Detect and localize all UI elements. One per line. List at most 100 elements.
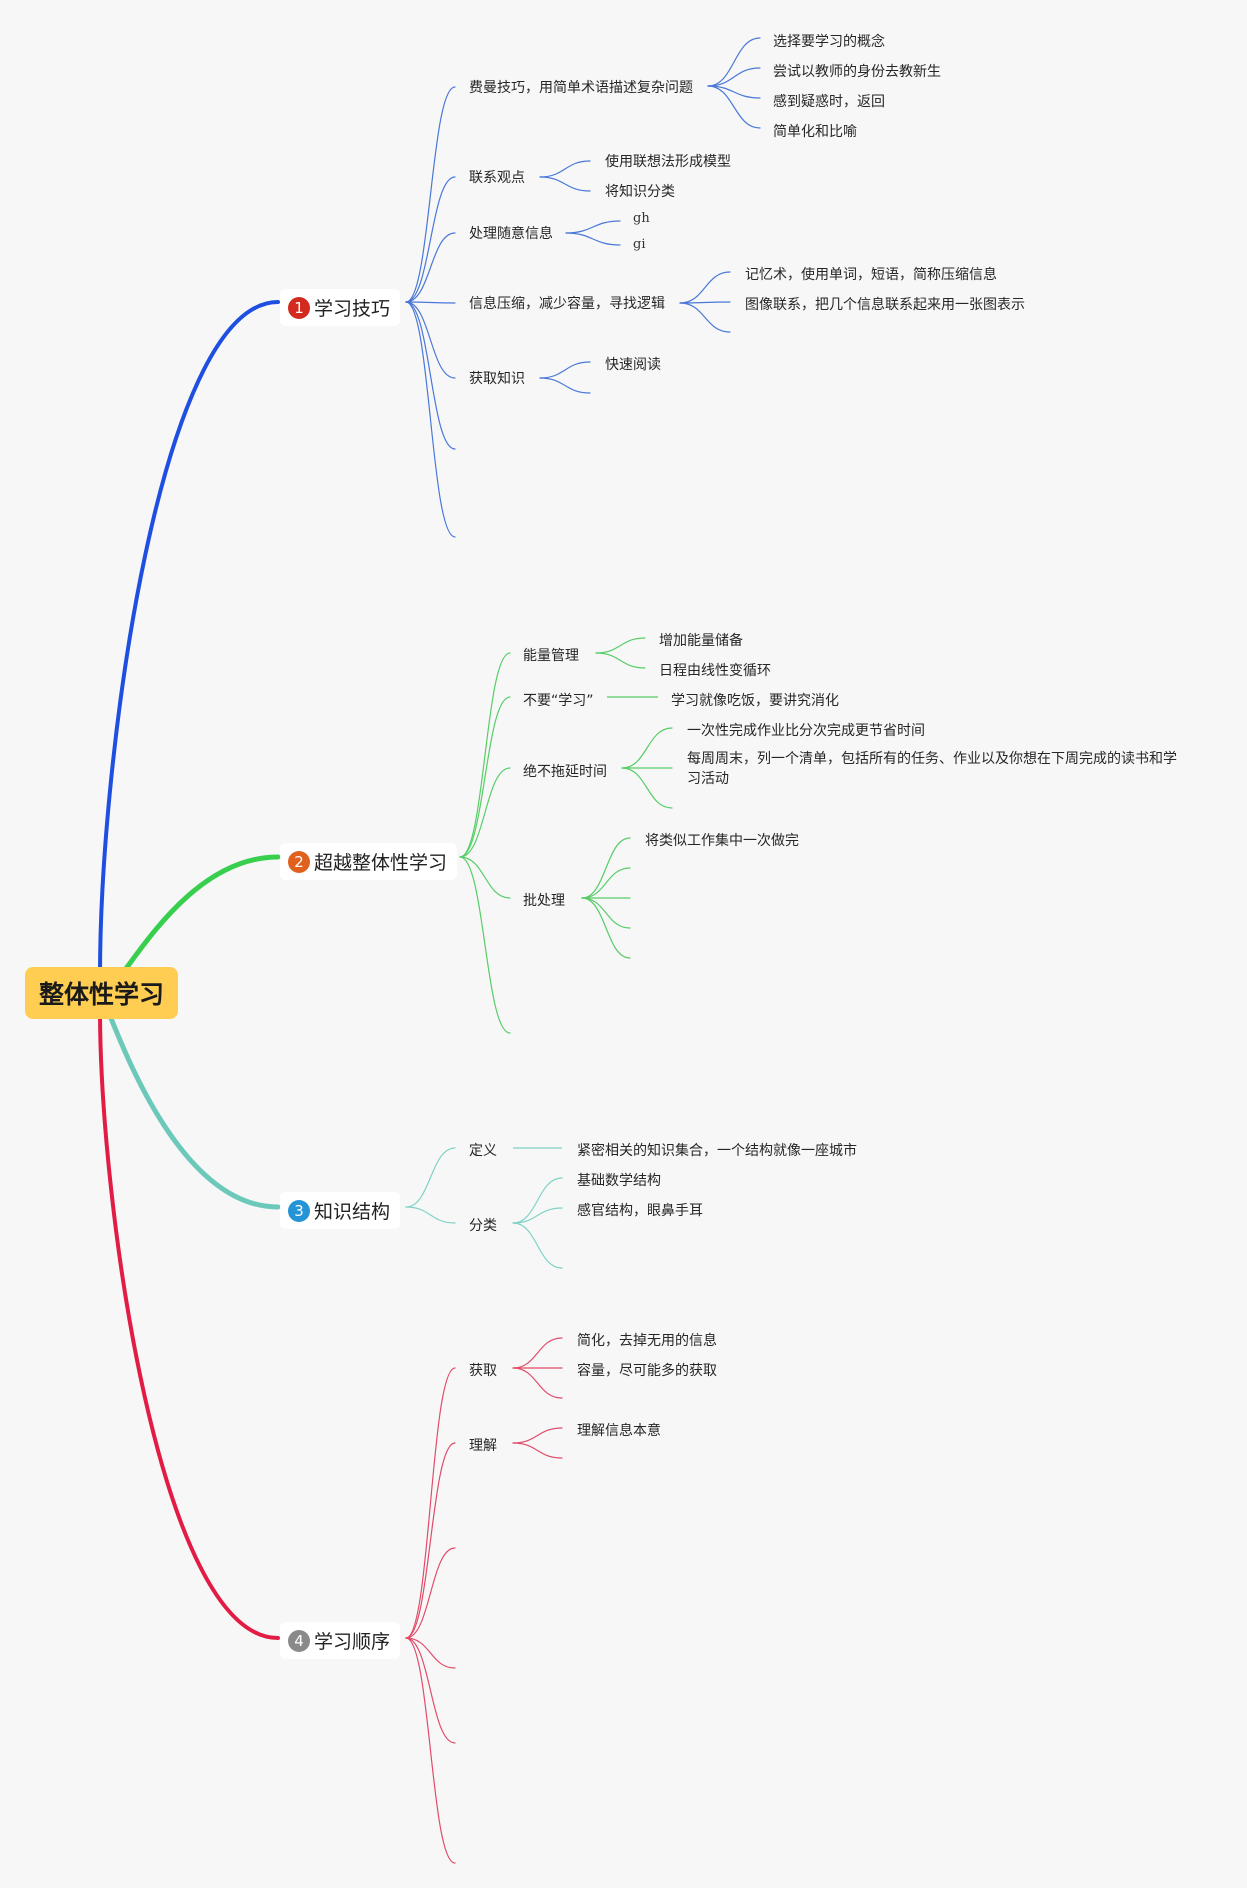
connector-line-25 — [595, 637, 646, 654]
leaf-node-4-1-1[interactable]: 简化，去掉无用的信息 — [577, 1333, 717, 1349]
leaf-node-1-2-1[interactable]: 使用联想法形成模型 — [605, 154, 731, 170]
leaf-node-3-2-2[interactable]: 感官结构，眼鼻手耳 — [577, 1203, 703, 1219]
connector-line-3 — [405, 301, 456, 304]
branch-label: 学习技巧 — [314, 298, 391, 320]
sub-node-1-2[interactable]: 联系观点 — [469, 170, 525, 186]
connector-line-5 — [405, 301, 456, 450]
leaf-node-2-4-1[interactable]: 将类似工作集中一次做完 — [645, 833, 799, 849]
sub-node-3-1[interactable]: 定义 — [469, 1143, 497, 1159]
connector-line-10 — [707, 85, 761, 129]
leaf-node-4-2-1[interactable]: 理解信息本意 — [577, 1423, 661, 1439]
leaf-node-2-1-1[interactable]: 增加能量储备 — [659, 633, 743, 649]
connector-line-50 — [512, 1367, 563, 1399]
connector-line-35 — [581, 897, 631, 959]
leaf-node-1-1-4[interactable]: 简单化和比喻 — [773, 124, 857, 140]
trunk-branch-3 — [101, 1001, 281, 1210]
sub-node-1-4[interactable]: 信息压缩，减少容量，寻找逻辑 — [469, 296, 665, 312]
connector-line-43 — [405, 1442, 456, 1639]
connector-line-22 — [459, 767, 511, 858]
sub-node-2-1[interactable]: 能量管理 — [523, 648, 579, 664]
connector-line-0 — [405, 86, 456, 303]
connector-line-48 — [512, 1337, 563, 1369]
branch-node-2[interactable]: 2 超越整体性学习 — [280, 843, 458, 880]
connector-line-26 — [595, 652, 646, 669]
connector-line-4 — [405, 301, 456, 379]
leaf-node-1-1-3[interactable]: 感到疑惑时，返回 — [773, 94, 885, 110]
connector-line-18 — [539, 361, 591, 379]
sub-node-4-1[interactable]: 获取 — [469, 1363, 497, 1379]
branch-node-1[interactable]: 1 学习技巧 — [280, 289, 401, 326]
connector-line-32 — [581, 867, 631, 899]
connector-line-28 — [621, 727, 673, 769]
leaf-node-3-1-1[interactable]: 紧密相关的知识集合，一个结构就像一座城市 — [577, 1143, 857, 1159]
connector-line-41 — [512, 1222, 563, 1269]
connector-line-1 — [405, 176, 456, 303]
leaf-node-1-4-1[interactable]: 记忆术，使用单词，短语，简称压缩信息 — [745, 267, 997, 283]
connector-line-30 — [621, 767, 673, 809]
connector-line-39 — [512, 1177, 563, 1224]
connector-line-19 — [539, 377, 591, 394]
connector-line-40 — [512, 1207, 563, 1224]
trunk-branch-4 — [98, 1008, 280, 1640]
sub-node-2-2[interactable]: 不要“学习” — [523, 693, 594, 709]
branch-label: 学习顺序 — [314, 1631, 391, 1653]
connector-line-17 — [679, 302, 731, 333]
leaf-node-1-3-2[interactable]: gi — [633, 237, 646, 252]
connector-line-36 — [405, 1147, 456, 1208]
leaf-node-2-1-2[interactable]: 日程由线性变循环 — [659, 663, 771, 679]
connector-line-24 — [459, 856, 511, 1034]
connector-line-21 — [459, 696, 511, 858]
connector-line-37 — [405, 1206, 456, 1224]
sub-node-4-2[interactable]: 理解 — [469, 1438, 497, 1454]
branch-label: 知识结构 — [314, 1201, 391, 1223]
leaf-node-1-1-2[interactable]: 尝试以教师的身份去教新生 — [773, 64, 941, 80]
sub-node-2-3[interactable]: 绝不拖延时间 — [523, 764, 607, 780]
number-badge-icon: 2 — [288, 850, 310, 873]
leaf-node-1-2-2[interactable]: 将知识分类 — [605, 184, 675, 200]
connector-line-6 — [405, 301, 456, 538]
connector-line-7 — [707, 37, 761, 87]
leaf-node-2-2-1[interactable]: 学习就像吃饭，要讲究消化 — [671, 693, 839, 709]
sub-node-1-3[interactable]: 处理随意信息 — [469, 226, 553, 242]
sub-node-3-2[interactable]: 分类 — [469, 1218, 497, 1234]
connector-line-2 — [405, 232, 456, 303]
trunk-branch-1 — [98, 300, 280, 977]
connector-line-15 — [679, 271, 731, 304]
branch-node-3[interactable]: 3 知识结构 — [280, 1192, 401, 1229]
number-badge-icon: 3 — [288, 1199, 310, 1222]
sub-node-1-5[interactable]: 获取知识 — [469, 371, 525, 387]
connector-line-46 — [405, 1637, 456, 1744]
leaf-node-2-3-2[interactable]: 每周周末，列一个清单，包括所有的任务、作业以及你想在下周完成的读书和学习活动 — [687, 751, 1177, 787]
root-label: 整体性学习 — [39, 980, 165, 1009]
sub-node-1-1[interactable]: 费曼技巧，用简单术语描述复杂问题 — [469, 80, 693, 96]
connector-line-34 — [581, 897, 631, 929]
leaf-node-1-1-1[interactable]: 选择要学习的概念 — [773, 34, 885, 50]
connector-line-11 — [539, 160, 591, 178]
leaf-node-3-2-1[interactable]: 基础数学结构 — [577, 1173, 661, 1189]
root-node[interactable]: 整体性学习 — [25, 967, 179, 1019]
connector-line-44 — [405, 1547, 456, 1639]
connector-line-31 — [581, 837, 631, 899]
leaf-node-4-1-2[interactable]: 容量，尽可能多的获取 — [577, 1363, 717, 1379]
connector-line-13 — [565, 220, 621, 234]
leaf-node-1-4-2[interactable]: 图像联系，把几个信息联系起来用一张图表示 — [745, 297, 1025, 313]
sub-node-2-4[interactable]: 批处理 — [523, 893, 565, 909]
connector-line-20 — [459, 652, 511, 858]
connector-line-42 — [405, 1367, 456, 1639]
leaf-node-1-5-1[interactable]: 快速阅读 — [605, 357, 661, 373]
number-badge-icon: 4 — [288, 1629, 310, 1652]
connector-line-45 — [405, 1637, 456, 1669]
leaf-node-1-3-1[interactable]: gh — [633, 211, 650, 226]
connector-line-8 — [707, 67, 761, 87]
connector-line-23 — [459, 856, 511, 899]
connector-line-52 — [512, 1442, 563, 1459]
connector-line-51 — [512, 1427, 563, 1444]
connector-line-47 — [405, 1637, 456, 1864]
branch-node-4[interactable]: 4 学习顺序 — [280, 1622, 401, 1659]
branch-label: 超越整体性学习 — [314, 852, 448, 874]
number-badge-icon: 1 — [288, 296, 310, 319]
connector-line-12 — [539, 176, 591, 192]
connector-line-14 — [565, 232, 621, 246]
leaf-node-2-3-1[interactable]: 一次性完成作业比分次完成更节省时间 — [687, 723, 925, 739]
